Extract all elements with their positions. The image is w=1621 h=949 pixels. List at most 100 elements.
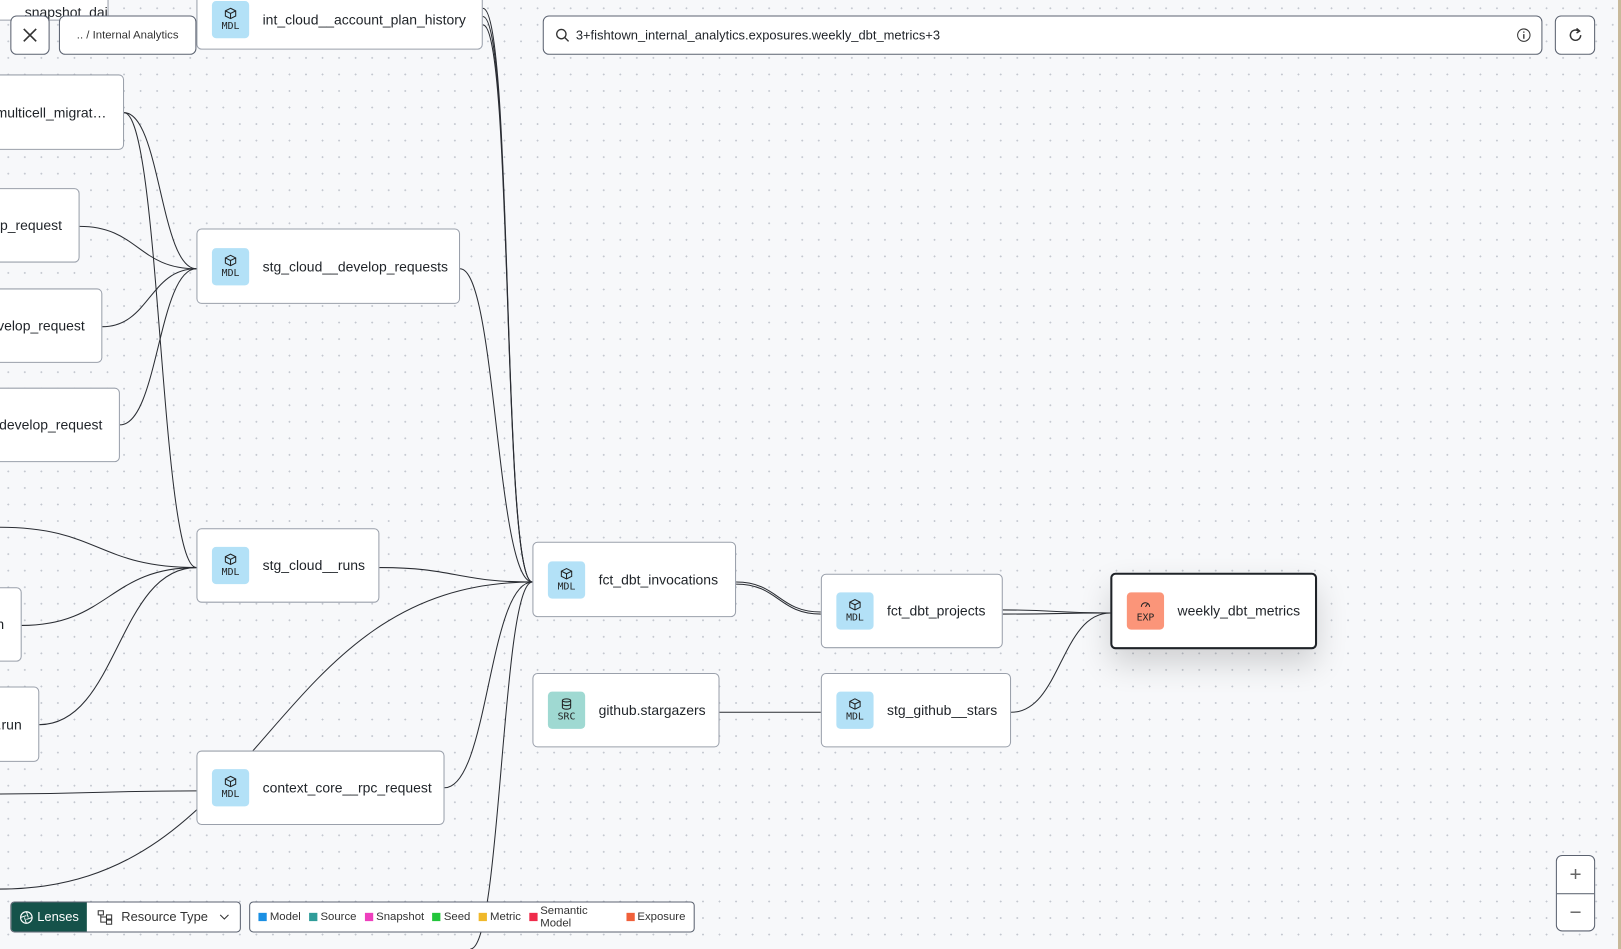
node-develop-request-1[interactable]: op_request [0, 188, 80, 263]
legend-item: Snapshot [364, 911, 424, 923]
model-badge: MDL [211, 546, 250, 585]
node-fct-dbt-invocations[interactable]: MDL fct_dbt_invocations [532, 541, 737, 618]
x-icon [23, 28, 37, 42]
node-label: stg_cloud__develop_requests [262, 258, 449, 274]
node-context-core-rpc-request[interactable]: MDL context_core__rpc_request [196, 750, 445, 825]
legend-swatch [309, 912, 318, 922]
resource-type-label: Resource Type [121, 909, 208, 925]
node-label: int_cloud__account_plan_history [262, 11, 466, 28]
database-icon [561, 698, 572, 710]
node-stg-cloud-runs[interactable]: MDL stg_cloud__runs [196, 528, 380, 603]
exposure-badge: EXP [1126, 592, 1165, 630]
legend-label: Metric [490, 910, 522, 924]
model-badge: MDL [211, 247, 250, 285]
cube-icon [224, 254, 237, 266]
refresh-button[interactable] [1554, 15, 1596, 55]
close-button[interactable] [10, 15, 50, 55]
model-badge: MDL [211, 1, 250, 39]
legend-item: Metric [478, 910, 522, 924]
lineage-edge [119, 268, 197, 426]
node-label: .develop_request [0, 417, 103, 433]
legend-label: Semantic Model [540, 904, 588, 930]
node-run-1[interactable]: n [0, 587, 22, 662]
resource-type-dropdown[interactable]: Resource Type [87, 903, 240, 932]
legend-label: Seed [443, 910, 471, 924]
lineage-edge [459, 268, 533, 583]
resource-type-legend: Model Source Snapshot Seed Metric Semantic Mo… [249, 901, 695, 933]
lineage-edge [0, 526, 197, 569]
legend-swatch [478, 912, 487, 922]
aperture-icon [20, 910, 33, 924]
refresh-icon [1569, 27, 1581, 41]
lineage-edge [736, 581, 821, 613]
model-badge: MDL [547, 560, 586, 599]
node-develop-request-3[interactable]: .develop_request [0, 387, 120, 463]
node-label: op_request [0, 217, 63, 234]
node-github-stargazers[interactable]: SRC github.stargazers [532, 673, 720, 748]
search-query[interactable]: 3+fishtown_internal_analytics.exposures.… [575, 27, 941, 43]
node-label: stg_github__stars [887, 702, 998, 718]
node-multicell-migration[interactable]: multicell_migrat… [0, 74, 125, 150]
node-int-cloud-account-plan-history[interactable]: MDL int_cloud__account_plan_history [196, 0, 483, 50]
legend-swatch [432, 912, 441, 922]
node-stg-cloud-develop-requests[interactable]: MDL stg_cloud__develop_requests [196, 228, 461, 304]
node-fct-dbt-projects[interactable]: MDL fct_dbt_projects [820, 573, 1003, 649]
node-label: n [0, 617, 4, 633]
cube-icon [560, 567, 573, 579]
legend-label: Exposure [637, 910, 686, 924]
node-label: stg_cloud__runs [262, 557, 366, 574]
zoom-controls: + − [1555, 854, 1596, 932]
node-stg-github-stars[interactable]: MDL stg_github__stars [820, 673, 1012, 748]
info-icon[interactable] [1517, 28, 1531, 42]
lineage-edge [0, 790, 197, 795]
cube-icon [849, 599, 861, 611]
legend-label: Model [269, 910, 301, 924]
node-label: velop_request [0, 317, 85, 334]
legend-item: Semantic Model [529, 904, 617, 930]
node-label: weekly_dbt_metrics [1177, 603, 1301, 619]
search-input[interactable]: 3+fishtown_internal_analytics.exposures.… [542, 15, 1543, 55]
cube-icon [224, 7, 237, 20]
model-badge: MDL [836, 691, 874, 729]
legend-swatch [625, 912, 635, 922]
breadcrumb[interactable]: .. / Internal Analytics [58, 15, 197, 55]
node-run-2[interactable]: .run [0, 686, 40, 762]
legend-item: Seed [432, 911, 470, 923]
node-label: fct_dbt_invocations [598, 571, 719, 588]
node-develop-request-2[interactable]: velop_request [0, 288, 103, 363]
chevron-down-icon [219, 914, 229, 920]
legend-label: Source [320, 910, 357, 924]
legend-item: Model [258, 910, 301, 924]
search-icon [556, 28, 570, 42]
lineage-edge [1011, 612, 1111, 713]
node-label: context_core__rpc_request [262, 780, 432, 796]
cube-icon [849, 698, 861, 710]
model-badge: MDL [211, 769, 250, 807]
lineage-edge [736, 583, 821, 615]
lineage-edge [0, 581, 533, 890]
lineage-edge [39, 567, 197, 726]
lineage-edge [102, 268, 197, 328]
model-badge: MDL [836, 592, 874, 630]
legend-swatch [364, 912, 374, 922]
lineage-edge [482, 24, 533, 583]
cube-icon [224, 553, 237, 566]
zoom-out-button[interactable]: − [1556, 893, 1595, 931]
cube-icon [224, 775, 237, 788]
lineage-edge [444, 581, 533, 789]
node-label: github.stargazers [598, 702, 706, 718]
zoom-in-button[interactable]: + [1569, 862, 1582, 886]
legend-item: Exposure [625, 910, 686, 924]
source-badge: SRC [547, 691, 586, 729]
window-edge [1618, 0, 1621, 949]
legend-item: Source [309, 911, 356, 923]
lenses-button[interactable]: Lenses [11, 902, 88, 932]
lineage-edge [124, 112, 197, 270]
lens-selector: Lenses Resource Type [10, 901, 241, 933]
legend-swatch [529, 912, 538, 922]
lineage-edge [1002, 612, 1111, 615]
node-weekly-dbt-metrics[interactable]: EXP weekly_dbt_metrics [1110, 572, 1318, 650]
node-label: .run [0, 716, 22, 732]
